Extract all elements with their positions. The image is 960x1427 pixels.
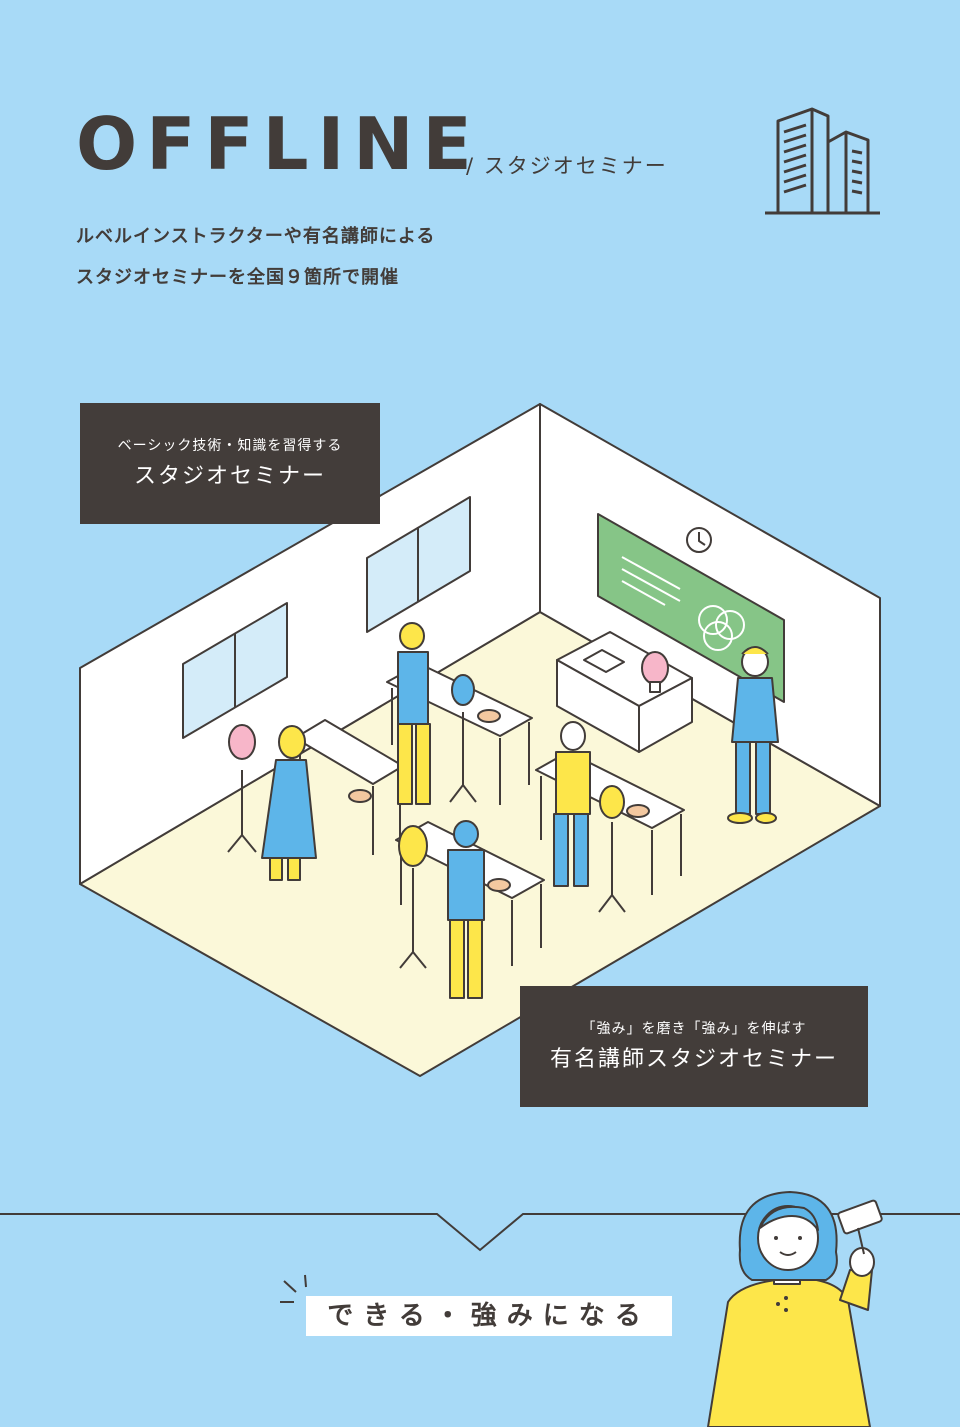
famous-seminar-title: 有名講師スタジオセミナー [549,1047,838,1072]
lead-text: ルベルインストラクターや有名講師による スタジオセミナーを全国９箇所で開催 [76,216,435,298]
lead-line-2: スタジオセミナーを全国９箇所で開催 [76,267,399,288]
slogan: できる・強みになる [306,1296,672,1336]
building-icon [765,107,880,215]
basic-seminar-caption: ベーシック技術・知識を習得する [117,438,343,454]
blackboard [597,513,785,703]
basic-seminar-title: スタジオセミナー [133,464,326,489]
lead-line-1: ルベルインストラクターや有名講師による [76,226,436,247]
bottom-illustration [0,1191,960,1427]
classroom-illustration [79,403,881,1077]
divider-line [0,1213,960,1252]
basic-seminar-box: ベーシック技術・知識を習得する スタジオセミナー [80,403,380,524]
page-subtitle: / スタジオセミナー [466,154,668,178]
famous-seminar-caption: 「強み」を磨き「強み」を伸ばす [581,1021,807,1037]
famous-seminar-box: 「強み」を磨き「強み」を伸ばす 有名講師スタジオセミナー [520,986,868,1107]
page-title: OFFLINE [76,102,481,186]
comb-icon [837,1199,883,1255]
spark-icon [280,1274,307,1303]
